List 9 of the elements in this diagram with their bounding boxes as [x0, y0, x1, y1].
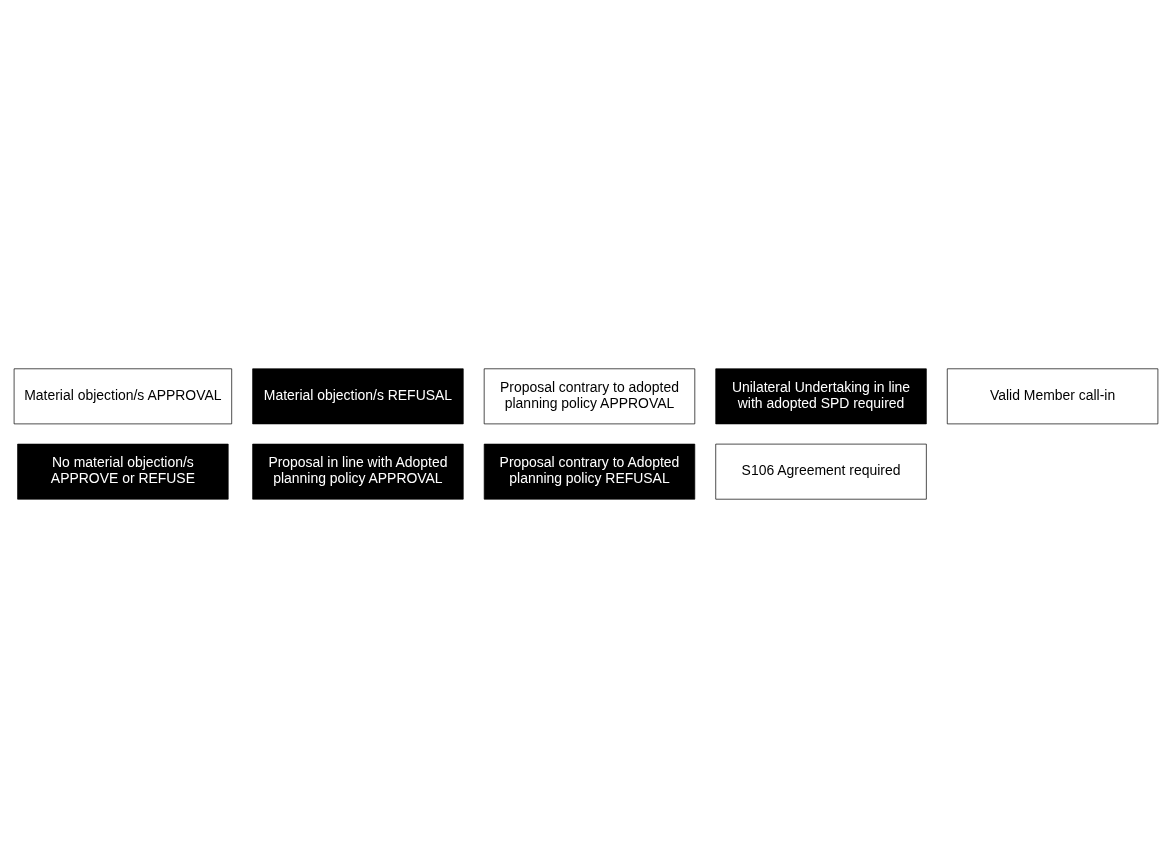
node-box: Material objection/s APPROVAL	[13, 367, 233, 424]
node-box: Valid Member call-in	[946, 367, 1159, 424]
node-box: Material objection/s REFUSAL	[252, 367, 464, 424]
node-box: S106 Agreement required	[715, 443, 927, 500]
node-box: Proposal contrary to adopted planning policy APPROVAL	[483, 367, 696, 424]
node-box: Proposal contrary to Adopted planning policy REFUSAL	[483, 443, 696, 500]
node-box: No material objection/s APPROVE or REFUSE	[17, 443, 229, 500]
node-box: Proposal in line with Adopted planning policy APPROVAL	[252, 443, 464, 500]
node-box: Unilateral Undertaking in line with adopted SPD required	[715, 367, 927, 424]
